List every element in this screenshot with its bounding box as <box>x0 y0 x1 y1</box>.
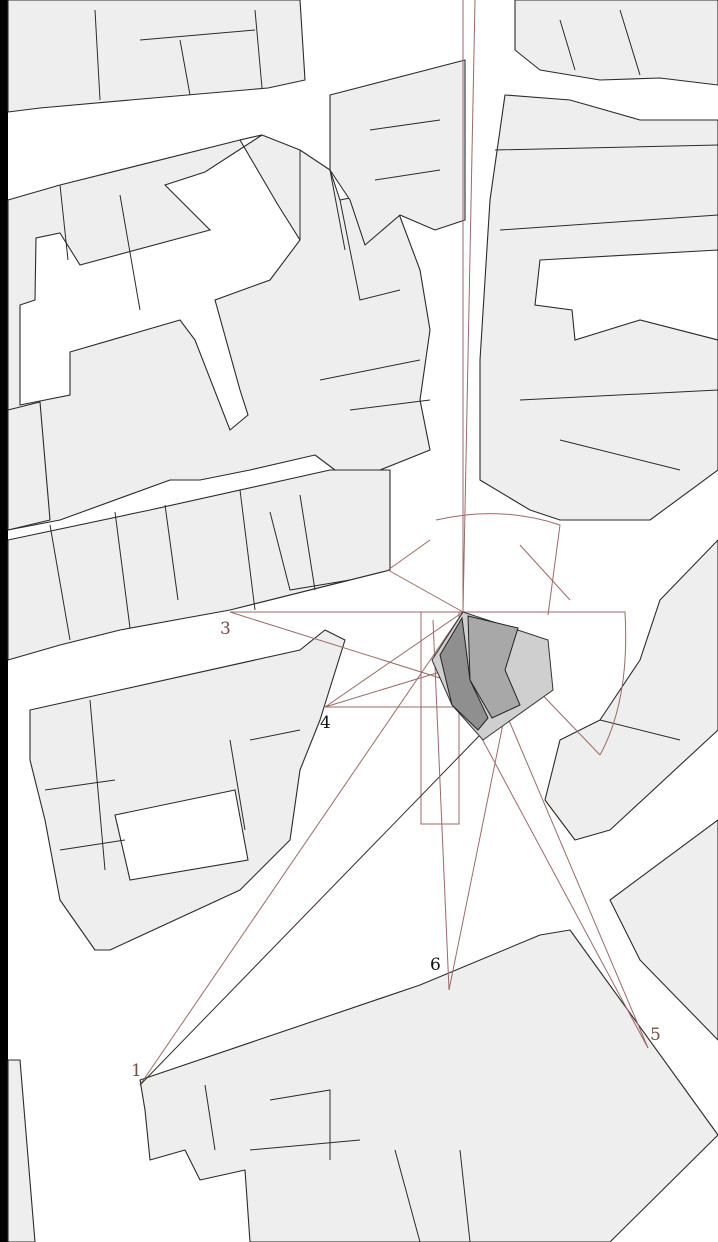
viewpoint-label-4: 4 <box>320 713 331 733</box>
viewpoint-label-5: 5 <box>650 1025 661 1045</box>
building-edge-south-west <box>7 1059 36 1242</box>
viewpoint-label-6: 6 <box>430 955 441 975</box>
building-block-north-east <box>514 0 718 86</box>
building-edge-east <box>609 819 718 1041</box>
courtyard-centre-west <box>114 789 249 881</box>
building-strip-central <box>329 59 466 246</box>
subject-building <box>431 611 554 741</box>
viewpoint-label-3: 3 <box>220 619 231 639</box>
building-block-south <box>139 929 718 1242</box>
building-block-south-east <box>544 539 718 841</box>
courtyard-west <box>19 134 301 431</box>
building-block-north-west <box>7 0 306 113</box>
viewpoint-label-1: 1 <box>131 1061 142 1081</box>
building-block-centre-west <box>29 629 346 951</box>
courtyard-east <box>534 249 718 341</box>
building-edge-left <box>7 401 51 531</box>
